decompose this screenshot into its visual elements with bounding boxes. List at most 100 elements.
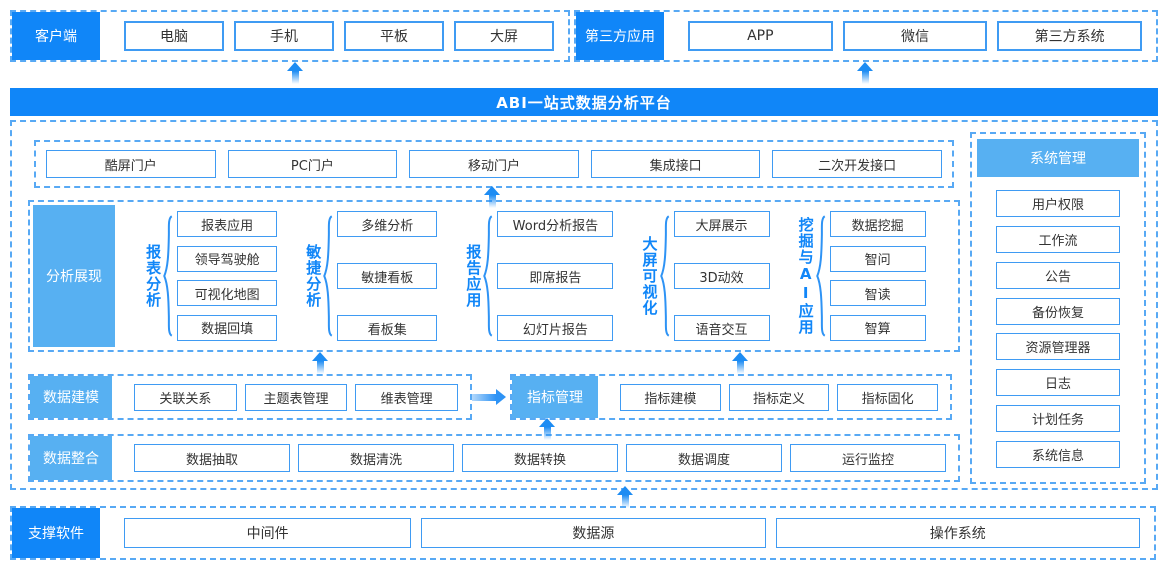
up-arrow-icon xyxy=(857,62,873,84)
client-box-bigscreen: 大屏 xyxy=(454,21,554,51)
group-name: 报告应用 xyxy=(464,244,483,308)
portal-box-mobile: 移动门户 xyxy=(409,150,579,178)
third-party-box-app: APP xyxy=(688,21,833,51)
third-party-items: APP 微信 第三方系统 xyxy=(664,12,1156,60)
analysis-box: 多维分析 xyxy=(337,211,438,237)
integration-label: 数据整合 xyxy=(30,436,112,480)
client-label: 客户端 xyxy=(12,12,100,60)
client-items: 电脑 手机 平板 大屏 xyxy=(100,12,568,60)
up-arrow-icon xyxy=(617,486,633,508)
group-name: 大屏可视化 xyxy=(640,236,659,316)
up-arrow-icon xyxy=(484,186,500,208)
analysis-box: 即席报告 xyxy=(497,263,614,289)
support-label: 支撑软件 xyxy=(12,508,100,558)
group-bigscreen-visualization: 大屏可视化 大屏展示 3D动效 语音交互 xyxy=(641,211,770,341)
client-box-pc: 电脑 xyxy=(124,21,224,51)
client-box-tablet: 平板 xyxy=(344,21,444,51)
analysis-box: Word分析报告 xyxy=(497,211,614,237)
group-agile-analysis: 敏捷分析 多维分析 敏捷看板 看板集 xyxy=(304,211,438,341)
platform-container: 酷屏门户 PC门户 移动门户 集成接口 二次开发接口 分析展现 报表分析 报表应… xyxy=(10,120,1158,490)
system-box-system-info: 系统信息 xyxy=(996,441,1120,468)
portal-row: 酷屏门户 PC门户 移动门户 集成接口 二次开发接口 xyxy=(34,140,954,188)
analysis-box: 智读 xyxy=(829,280,926,307)
analysis-box: 看板集 xyxy=(337,315,438,341)
group-report-analysis: 报表分析 报表应用 领导驾驶舱 可视化地图 数据回填 xyxy=(144,211,278,341)
brace-icon xyxy=(659,215,672,337)
analysis-box: 敏捷看板 xyxy=(337,263,438,289)
up-arrow-icon xyxy=(732,352,748,374)
analysis-section: 分析展现 报表分析 报表应用 领导驾驶舱 可视化地图 数据回填 敏捷分析 xyxy=(28,200,960,352)
brace-icon xyxy=(162,215,175,337)
group-name: 敏捷分析 xyxy=(304,244,323,308)
third-party-box-system: 第三方系统 xyxy=(997,21,1143,51)
system-box-scheduled-task: 计划任务 xyxy=(996,405,1120,433)
system-box-workflow: 工作流 xyxy=(996,225,1120,253)
portal-box-coolscreen: 酷屏门户 xyxy=(46,150,216,178)
up-arrow-icon xyxy=(539,418,555,440)
system-box-resource-manager: 资源管理器 xyxy=(996,333,1120,361)
analysis-box: 数据挖掘 xyxy=(829,211,926,237)
brace-icon xyxy=(482,215,495,337)
platform-title-banner: ABI一站式数据分析平台 xyxy=(10,88,1158,116)
support-box-middleware: 中间件 xyxy=(124,518,412,548)
analysis-box: 智问 xyxy=(829,245,926,272)
system-box-user-permission: 用户权限 xyxy=(996,189,1120,217)
system-box-announcement: 公告 xyxy=(996,261,1120,289)
analysis-box: 数据回填 xyxy=(177,314,278,341)
group-name: 报表分析 xyxy=(144,244,163,308)
modeling-box-relation: 关联关系 xyxy=(134,383,237,411)
indicator-section: 指标管理 指标建模 指标定义 指标固化 xyxy=(510,374,952,420)
group-mining-ai: 挖掘与AI应用 数据挖掘 智问 智读 智算 xyxy=(797,211,926,341)
portal-box-integration-api: 集成接口 xyxy=(590,150,761,178)
analysis-groups: 报表分析 报表应用 领导驾驶舱 可视化地图 数据回填 敏捷分析 xyxy=(115,205,955,347)
analysis-box: 报表应用 xyxy=(177,211,278,237)
analysis-box: 可视化地图 xyxy=(177,280,278,307)
indicator-label: 指标管理 xyxy=(512,376,598,418)
integration-box-monitor: 运行监控 xyxy=(790,444,946,472)
support-box-datasource: 数据源 xyxy=(421,518,766,548)
indicator-box-modeling: 指标建模 xyxy=(620,383,721,411)
integration-section: 数据整合 数据抽取 数据清洗 数据转换 数据调度 运行监控 xyxy=(28,434,960,482)
integration-box-clean: 数据清洗 xyxy=(298,444,454,472)
integration-box-schedule: 数据调度 xyxy=(626,444,782,472)
up-arrow-icon xyxy=(287,62,303,84)
right-arrow-icon xyxy=(472,389,506,405)
analysis-box: 大屏展示 xyxy=(673,211,770,237)
client-box-phone: 手机 xyxy=(234,21,334,51)
up-arrow-icon xyxy=(312,352,328,374)
support-items: 中间件 数据源 操作系统 xyxy=(100,508,1154,558)
analysis-box: 语音交互 xyxy=(673,315,770,341)
modeling-box-subject-table: 主题表管理 xyxy=(244,383,348,411)
analysis-box: 智算 xyxy=(829,314,926,341)
indicator-box-solidify: 指标固化 xyxy=(837,383,939,411)
group-name: 挖掘与AI应用 xyxy=(796,217,815,335)
modeling-box-dimension-table: 维表管理 xyxy=(355,383,459,411)
system-box-log: 日志 xyxy=(996,369,1120,397)
client-section: 客户端 电脑 手机 平板 大屏 xyxy=(10,10,570,62)
support-box-os: 操作系统 xyxy=(775,518,1140,548)
brace-icon xyxy=(322,215,335,337)
system-box-backup: 备份恢复 xyxy=(996,297,1120,325)
brace-icon xyxy=(815,215,828,337)
group-report-application: 报告应用 Word分析报告 即席报告 幻灯片报告 xyxy=(464,211,614,341)
indicator-items: 指标建模 指标定义 指标固化 xyxy=(598,376,950,418)
third-party-section: 第三方应用 APP 微信 第三方系统 xyxy=(574,10,1158,62)
portal-box-pc: PC门户 xyxy=(227,150,398,178)
integration-box-extract: 数据抽取 xyxy=(134,444,290,472)
support-section: 支撑软件 中间件 数据源 操作系统 xyxy=(10,506,1156,560)
integration-box-transform: 数据转换 xyxy=(462,444,618,472)
modeling-section: 数据建模 关联关系 主题表管理 维表管理 xyxy=(28,374,472,420)
analysis-box: 领导驾驶舱 xyxy=(177,245,278,272)
indicator-box-definition: 指标定义 xyxy=(728,383,830,411)
third-party-box-wechat: 微信 xyxy=(842,21,988,51)
system-management-sidebar: 系统管理 用户权限 工作流 公告 备份恢复 资源管理器 日志 计划任务 系统信息 xyxy=(970,132,1146,484)
integration-items: 数据抽取 数据清洗 数据转换 数据调度 运行监控 xyxy=(112,436,958,480)
analysis-box: 3D动效 xyxy=(673,263,770,289)
portal-box-dev-api: 二次开发接口 xyxy=(772,150,942,178)
system-label: 系统管理 xyxy=(977,139,1139,177)
system-items: 用户权限 工作流 公告 备份恢复 资源管理器 日志 计划任务 系统信息 xyxy=(977,181,1139,477)
third-party-label: 第三方应用 xyxy=(576,12,664,60)
analysis-box: 幻灯片报告 xyxy=(497,315,614,341)
analysis-label: 分析展现 xyxy=(33,205,115,347)
